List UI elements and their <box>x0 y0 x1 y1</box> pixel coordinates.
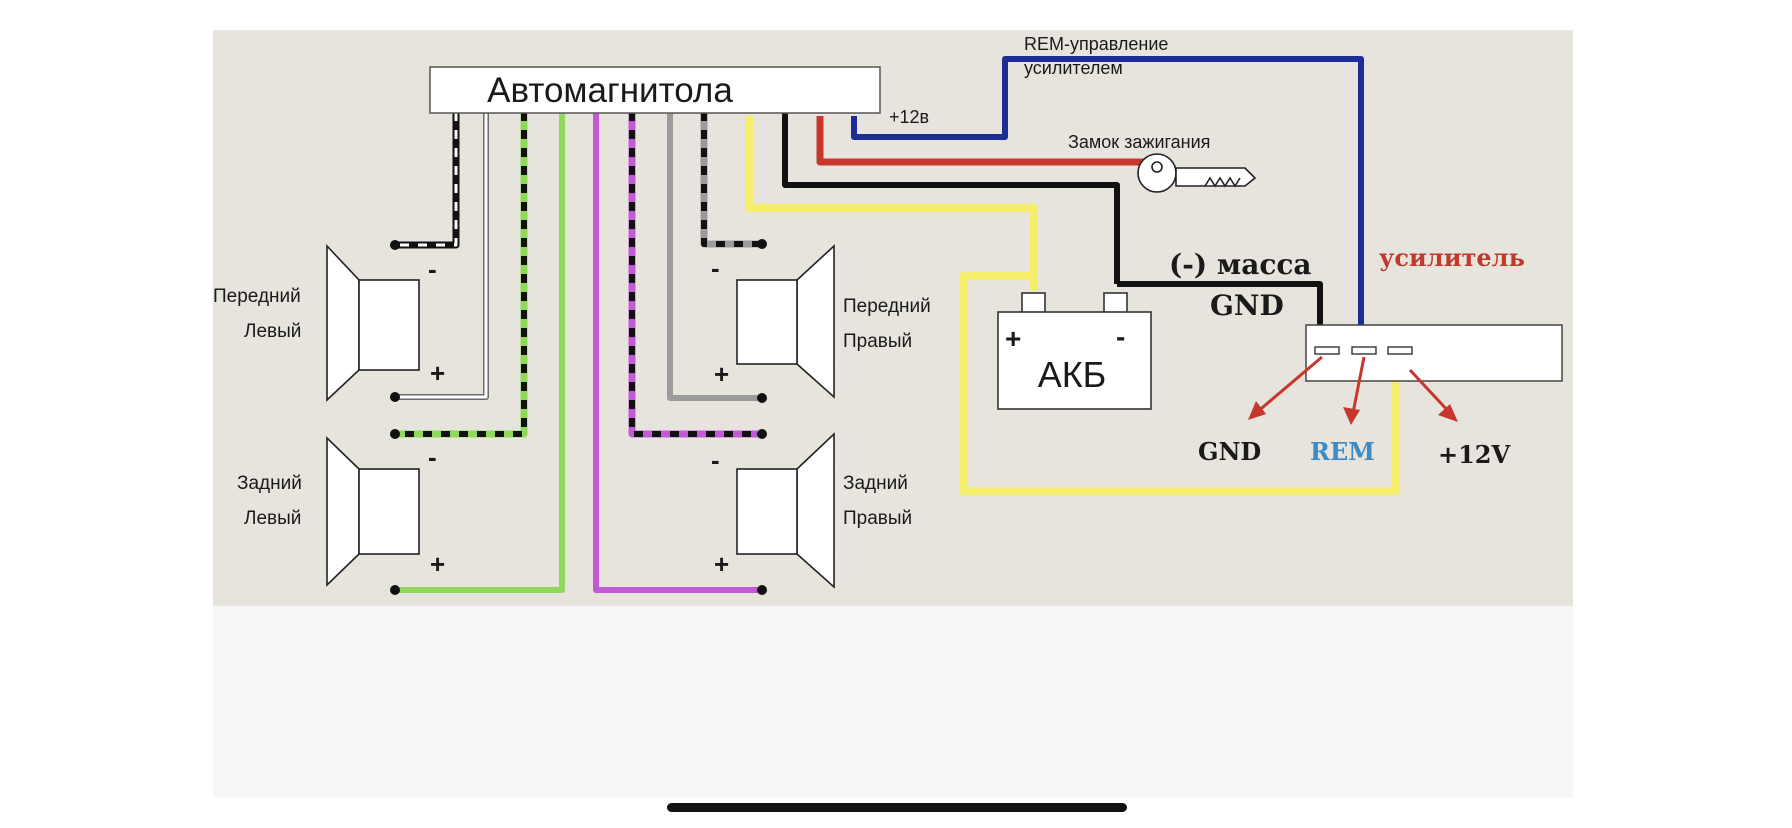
speaker-front-right-label-line2: Правый <box>843 331 912 352</box>
amplifier-label: усилитель <box>1379 243 1525 272</box>
front-right-minus-wire-stripe <box>701 112 762 247</box>
speaker-rear-right-minus: - <box>711 445 720 475</box>
constant-12v-wire-yellow <box>745 116 1038 291</box>
front-left-minus-wire-stripe <box>395 112 458 247</box>
ignition-key-icon <box>1137 153 1257 193</box>
diagram-background <box>213 30 1573 606</box>
ignition-label: Замок зажигания <box>1068 132 1210 152</box>
speaker-rear-left-plus: + <box>430 549 445 579</box>
speaker-front-right-plus: + <box>714 359 729 389</box>
battery-label: АКБ <box>1038 354 1107 395</box>
head-unit-label: Автомагнитола <box>487 71 733 110</box>
lower-blank-area <box>213 606 1573 798</box>
terminal-rem-label: REM <box>1310 437 1375 466</box>
home-indicator[interactable] <box>667 803 1127 812</box>
speaker-front-left-label-line1: Передний <box>213 286 301 307</box>
speaker-rear-left-label-line1: Задний <box>237 473 302 494</box>
speaker-rear-left-icon <box>326 436 420 587</box>
head-unit-box <box>429 66 881 114</box>
wires <box>395 56 1400 593</box>
speaker-front-left-minus: - <box>428 254 437 284</box>
speaker-rear-right-plus: + <box>714 549 729 579</box>
speaker-front-left-icon <box>326 243 420 402</box>
speaker-front-right-minus: - <box>711 253 720 283</box>
front-left-plus-wire-core <box>395 112 488 399</box>
speaker-rear-right-icon <box>736 432 835 589</box>
amplifier-box <box>1305 324 1563 382</box>
front-right-plus-wire <box>667 112 762 401</box>
terminal-arrows <box>1248 355 1458 425</box>
rem-note-line2: усилителем <box>1024 58 1123 78</box>
speaker-rear-right-label-line2: Правый <box>843 508 912 529</box>
speaker-rear-left-minus: - <box>428 442 437 472</box>
head-unit-12v-label: +12в <box>889 107 929 127</box>
ground-label-line1: (-) масса <box>1169 248 1312 281</box>
amplifier-terminals <box>1314 346 1413 355</box>
rear-right-minus-wire <box>628 112 762 438</box>
battery-icon <box>997 292 1152 410</box>
amp-12v-wire-yellow <box>959 272 1400 495</box>
speaker-front-left-plus: + <box>430 358 445 388</box>
rear-right-plus-wire <box>593 112 762 593</box>
rem-wire-blue <box>851 56 1364 350</box>
connection-dots <box>390 239 767 595</box>
rear-left-minus-wire <box>395 112 528 438</box>
speaker-front-right-label-line1: Передний <box>843 296 931 317</box>
battery-plus: + <box>1005 323 1021 354</box>
battery-minus: - <box>1116 321 1125 352</box>
ignition-wire-red <box>816 116 1150 166</box>
ground-label-line2: GND <box>1210 289 1284 322</box>
rem-note-line1: REM-управление <box>1024 34 1168 54</box>
speaker-rear-left-label-line2: Левый <box>244 508 301 529</box>
rear-left-plus-wire <box>395 112 565 593</box>
terminal-12v-label: +12V <box>1438 440 1511 469</box>
speaker-front-left-label-line2: Левый <box>244 321 301 342</box>
terminal-gnd-label: GND <box>1198 437 1261 466</box>
speaker-rear-right-label-line1: Задний <box>843 473 908 494</box>
ground-wire-black <box>782 112 1120 284</box>
speaker-front-right-icon <box>736 244 835 399</box>
